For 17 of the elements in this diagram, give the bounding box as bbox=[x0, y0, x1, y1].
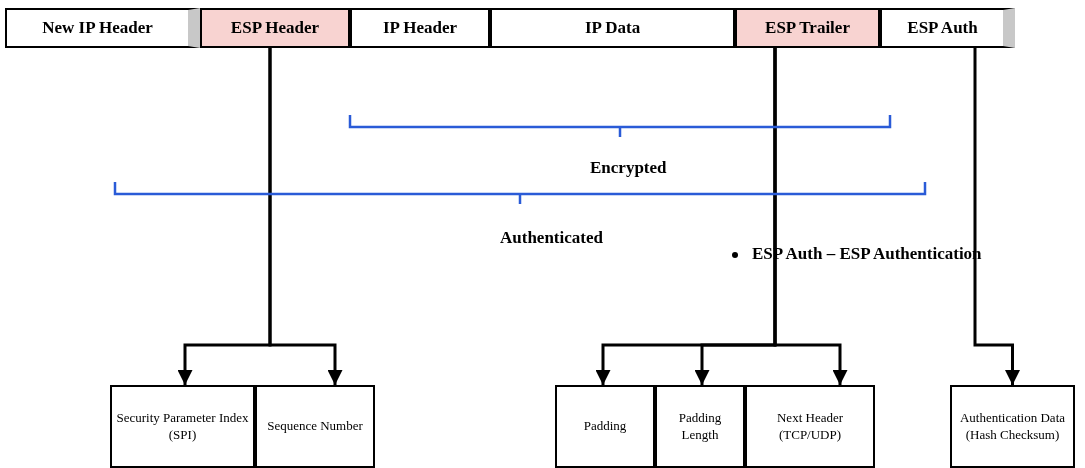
subfield-box: Sequence Number bbox=[255, 385, 375, 468]
subfield-box: Padding Length bbox=[655, 385, 745, 468]
subfield-box: Padding bbox=[555, 385, 655, 468]
packet-field-box: ESP Header bbox=[200, 8, 350, 48]
bracket-label: Authenticated bbox=[500, 228, 603, 248]
arrow bbox=[773, 48, 848, 385]
subfield-box: Security Parameter Index (SPI) bbox=[110, 385, 255, 468]
subfield-box: Next Header (TCP/UDP) bbox=[745, 385, 875, 468]
packet-field-box: IP Header bbox=[350, 8, 490, 48]
packet-field-box: IP Data bbox=[490, 8, 735, 48]
bracket-label: Encrypted bbox=[590, 158, 667, 178]
arrow bbox=[268, 48, 343, 385]
packet-field-box: ESP Auth bbox=[880, 8, 1015, 48]
packet-field-box: New IP Header bbox=[5, 8, 200, 48]
arrow bbox=[973, 48, 1020, 385]
subfield-box: Authentication Data (Hash Checksum) bbox=[950, 385, 1075, 468]
packet-field-box: ESP Trailer bbox=[735, 8, 880, 48]
